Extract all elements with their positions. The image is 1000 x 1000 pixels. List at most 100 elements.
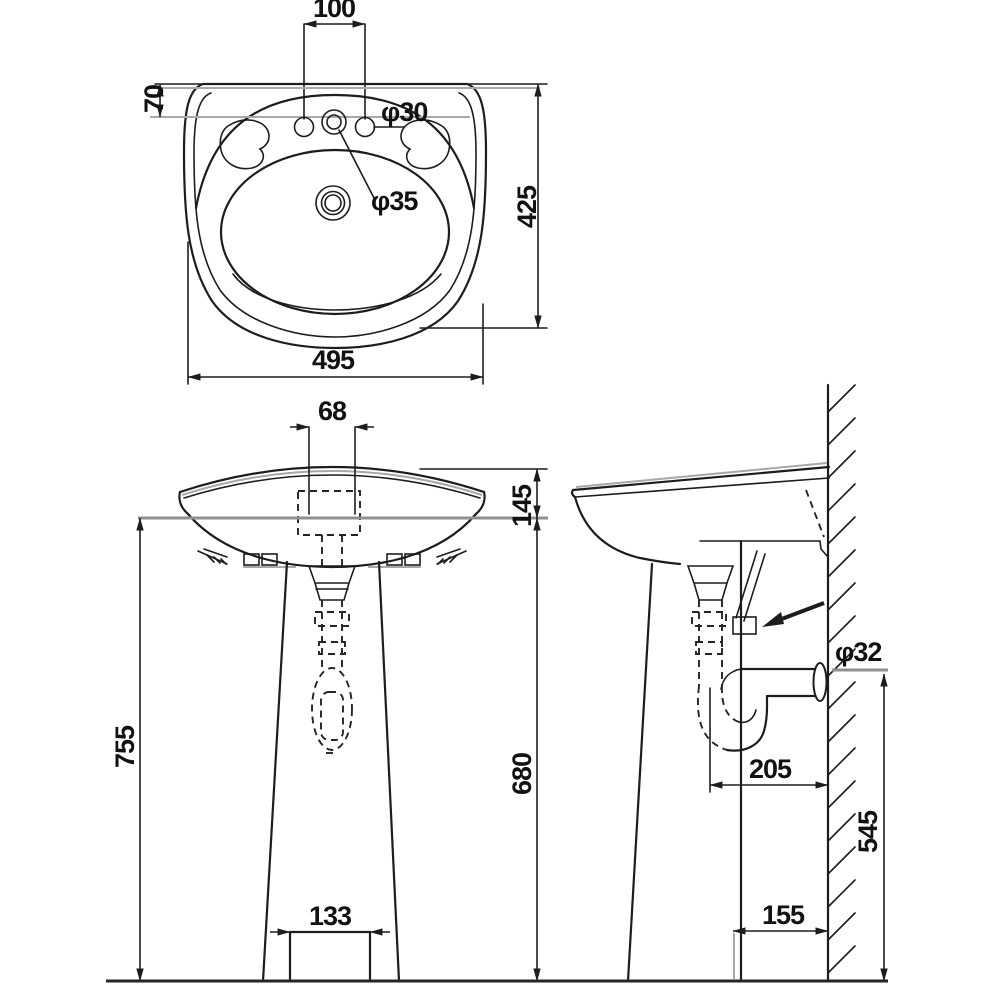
dim-hole-spacing: 100 <box>313 0 355 23</box>
dim-rim-to-holes-group: 70 <box>139 83 548 118</box>
soap-dish-right <box>400 119 451 170</box>
dim-base-to-wall: 155 <box>762 900 805 930</box>
hidden-waste-pipe <box>311 600 353 754</box>
dim-outlet-height-group: 545 <box>853 673 888 982</box>
pointer-arrow-head <box>762 612 784 627</box>
dim-center-hole-diameter-group: φ35 <box>338 129 419 216</box>
drain-hole-inner <box>324 194 342 212</box>
rim-tip-left <box>178 490 190 516</box>
hidden-trap-bulge <box>311 667 353 751</box>
dim-base-opening-width: 133 <box>309 901 352 931</box>
soap-dish-left <box>219 119 270 170</box>
dim-side-hole-diameter: φ30 <box>381 97 427 127</box>
hidden-pipe-nut <box>318 641 346 655</box>
dim-depth: 425 <box>512 185 542 228</box>
dim-under-basin-height-group: 680 <box>507 517 541 982</box>
dim-center-hole-diameter: φ35 <box>371 186 418 216</box>
lug-hatch <box>437 554 458 565</box>
pop-up-rod <box>743 553 766 622</box>
hidden-pipe-nut <box>691 611 727 627</box>
hidden-pipe-nut <box>695 641 723 655</box>
dim-rim-to-holes: 70 <box>139 85 169 113</box>
wall-hatching <box>827 384 856 974</box>
base-opening-outline <box>288 930 372 983</box>
pedestal-front-edge <box>626 562 654 983</box>
rim-shadow-line <box>181 470 483 496</box>
bowl-underside <box>186 512 478 569</box>
lug-hatch <box>206 554 227 565</box>
rim-tip-right <box>474 490 486 516</box>
bowl-bottom-line <box>232 273 442 311</box>
dim-overall-height: 755 <box>110 725 140 768</box>
dim-base-opening-width-group: 133 <box>270 901 390 936</box>
dim-trap-to-wall-group: 205 <box>709 687 829 793</box>
basin-inner-rim <box>193 92 477 338</box>
front-view: 68 133 755 145 680 <box>110 396 548 983</box>
dim-overall-height-group: 755 <box>110 516 548 982</box>
bowl-outline <box>219 148 451 316</box>
drain-hole-outer <box>315 185 351 221</box>
side-view: φ32 205 545 155 <box>570 383 888 983</box>
lug-block <box>261 553 278 566</box>
trap-hidden-curve <box>697 685 728 751</box>
p-trap <box>697 662 828 752</box>
faucet-hole-center-outer <box>321 109 347 135</box>
hidden-pipe-nut <box>314 611 350 627</box>
mounting-lug-left <box>197 548 296 568</box>
lug-block <box>243 553 260 566</box>
basin-outline <box>182 82 488 350</box>
rim-top-edge <box>178 465 486 494</box>
rim-top-edge <box>571 465 831 492</box>
dim-basin-rim-height: 145 <box>507 484 537 527</box>
mounting-shelf <box>699 540 829 558</box>
pointer-arrow-shaft <box>778 601 825 622</box>
dim-trap-to-wall: 205 <box>749 754 792 784</box>
dim-outlet-height: 545 <box>853 810 883 853</box>
deck-back-edge <box>194 93 476 210</box>
dim-base-to-wall-group: 155 <box>732 900 829 979</box>
dim-side-hole-diameter-group: φ30 <box>373 97 428 128</box>
rim-lower-edge <box>574 477 830 498</box>
hidden-trap-tube <box>320 691 344 741</box>
faucet-hole-left <box>293 116 315 138</box>
pop-up-rod <box>735 550 758 619</box>
dim-waste-outlet-diameter-group: φ32 <box>832 637 888 672</box>
dim-tap-platform-width: 68 <box>318 396 347 426</box>
faucet-hole-right <box>354 116 376 138</box>
leader-line <box>338 129 375 199</box>
dim-waste-outlet-diameter: φ32 <box>835 637 881 667</box>
dim-under-basin-height: 680 <box>507 753 537 795</box>
outlet-pipe-elbow <box>720 668 742 690</box>
plan-view: 100 70 φ30 φ35 425 4 <box>139 0 548 385</box>
dim-depth-group: 425 <box>419 83 548 329</box>
lug-block <box>386 553 403 566</box>
lug-outline <box>197 548 228 565</box>
mounting-lug-right <box>368 548 467 568</box>
rod-connector <box>732 616 757 635</box>
dim-width: 495 <box>312 345 355 375</box>
pedestal-left-edge <box>261 560 289 983</box>
hidden-fixing-box <box>297 490 361 536</box>
dim-tap-platform-width-group: 68 <box>290 396 374 431</box>
drain-funnel <box>686 565 735 601</box>
base-opening <box>288 930 372 983</box>
bowl-underside <box>573 495 682 566</box>
drain-hole-mid <box>320 190 346 216</box>
dim-width-group: 495 <box>187 241 484 385</box>
lug-block <box>404 553 421 566</box>
hidden-wall-bolt <box>805 489 825 538</box>
drain-funnel <box>307 565 357 601</box>
trap-inner <box>738 709 757 724</box>
rim-lower-edge <box>183 474 481 499</box>
faucet-hole-center-inner <box>326 114 342 130</box>
pedestal-right-edge <box>377 560 401 983</box>
rim-tip <box>570 488 577 499</box>
wall-flange <box>812 662 828 702</box>
lug-outline <box>436 548 467 565</box>
rim-shadow-line <box>575 462 828 488</box>
dim-basin-rim-height-group: 145 <box>419 468 548 527</box>
trap-outer <box>725 694 820 752</box>
dim-hole-spacing-group: 100 <box>303 0 366 120</box>
